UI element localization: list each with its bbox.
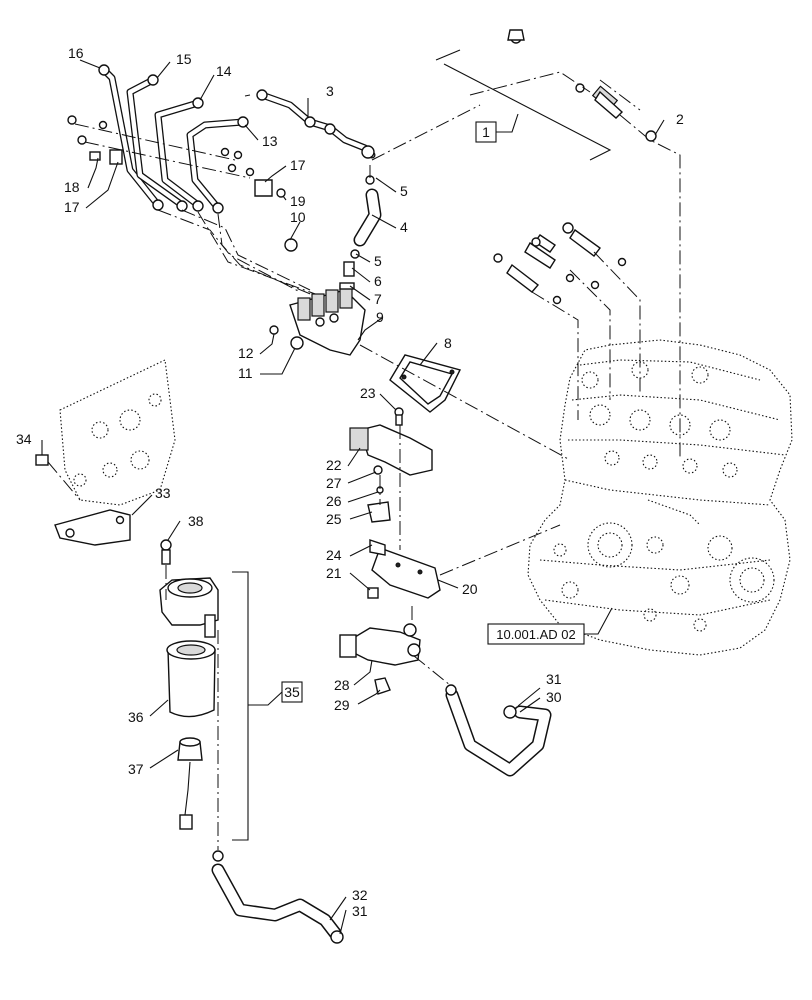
return-line	[244, 89, 481, 161]
callout-22[interactable]: 22	[326, 457, 342, 473]
callout-10[interactable]: 10	[290, 209, 306, 225]
injection-pump	[269, 261, 366, 356]
callout-17-right[interactable]: 17	[290, 157, 306, 173]
callout-5-mid[interactable]: 5	[374, 253, 382, 269]
callout-17-left[interactable]: 17	[64, 199, 80, 215]
callout-2[interactable]: 2	[676, 111, 684, 127]
callout-11[interactable]: 11	[238, 365, 253, 381]
kit-1-box[interactable]: 1	[475, 113, 519, 143]
callout-8[interactable]: 8	[444, 335, 452, 351]
callout-32[interactable]: 32	[352, 887, 368, 903]
injection-pipes	[98, 64, 326, 301]
pump-gasket	[359, 344, 571, 461]
callout-12[interactable]: 12	[238, 345, 254, 361]
callout-33[interactable]: 33	[155, 485, 171, 501]
callout-numbers: 16 15 14 3 13 2 5 4 5 6 7 9 8 10 12 11 1…	[16, 45, 684, 919]
callout-36[interactable]: 36	[128, 709, 144, 725]
bracket-assembly	[349, 407, 561, 599]
callout-6[interactable]: 6	[374, 273, 382, 289]
callout-13[interactable]: 13	[262, 133, 278, 149]
callout-15[interactable]: 15	[176, 51, 192, 67]
engine-reference-box[interactable]: 10.001.AD 02	[487, 607, 613, 645]
kit-1-label: 1	[482, 124, 490, 140]
callout-24[interactable]: 24	[326, 547, 342, 563]
callout-16[interactable]: 16	[68, 45, 84, 61]
callout-23[interactable]: 23	[360, 385, 376, 401]
engine-reference-label: 10.001.AD 02	[496, 627, 576, 642]
hose-30	[445, 684, 552, 777]
small-fasteners	[67, 115, 298, 252]
callout-14[interactable]: 14	[216, 63, 232, 79]
callout-34[interactable]: 34	[16, 431, 32, 447]
callout-31-right[interactable]: 31	[546, 671, 562, 687]
callout-7[interactable]: 7	[374, 291, 382, 307]
callout-26[interactable]: 26	[326, 493, 342, 509]
callout-37[interactable]: 37	[128, 761, 144, 777]
callout-19[interactable]: 19	[290, 193, 306, 209]
callout-31-bottom[interactable]: 31	[352, 903, 368, 919]
callout-28[interactable]: 28	[334, 677, 350, 693]
hose-4	[350, 165, 382, 259]
callout-9[interactable]: 9	[376, 309, 384, 325]
callout-3[interactable]: 3	[326, 83, 334, 99]
kit-35-label: 35	[284, 684, 300, 700]
kit-35-bracket	[232, 571, 249, 841]
callout-38[interactable]: 38	[188, 513, 204, 529]
hose-32	[211, 630, 344, 944]
engine-block	[527, 339, 793, 656]
callout-4[interactable]: 4	[400, 219, 408, 235]
callout-21[interactable]: 21	[326, 565, 342, 581]
callout-leaders	[41, 59, 665, 935]
fuel-valve	[339, 605, 451, 695]
injector-group	[493, 29, 681, 460]
kit-1-bracket	[435, 49, 612, 161]
callout-20[interactable]: 20	[462, 581, 478, 597]
callout-18[interactable]: 18	[64, 179, 80, 195]
kit-35-box[interactable]: 35	[248, 681, 303, 706]
mounting-plate	[35, 359, 176, 546]
callout-27[interactable]: 27	[326, 475, 342, 491]
callout-29[interactable]: 29	[334, 697, 350, 713]
callout-5-top[interactable]: 5	[400, 183, 408, 199]
callout-30[interactable]: 30	[546, 689, 562, 705]
callout-25[interactable]: 25	[326, 511, 342, 527]
fuel-filter	[159, 539, 219, 830]
